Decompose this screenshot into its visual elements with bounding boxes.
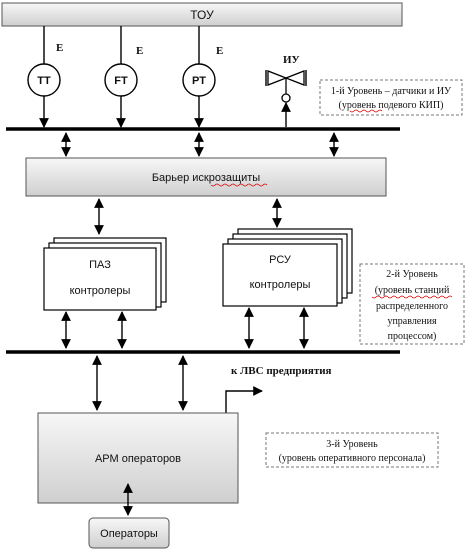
tou-box	[1, 2, 403, 27]
level-2-line-3: распределенного	[376, 301, 448, 312]
level-2-line-4: управления	[387, 316, 437, 327]
level-2-line-1: 2-й Уровень	[386, 269, 438, 280]
paz-line-2: контролеры	[70, 285, 131, 297]
level-2-line-5: процессом)	[388, 331, 437, 342]
paz-line-1: ПАЗ	[89, 259, 111, 271]
level-1-line-1: 1-й Уровень – датчики и ИУ	[331, 86, 452, 97]
arm-box	[37, 412, 239, 504]
lan-label: к ЛВС предприятия	[231, 365, 332, 377]
operators-label: Операторы	[100, 528, 158, 540]
barrier-box	[25, 157, 387, 197]
level-3-line-1: 3-й Уровень	[326, 439, 378, 450]
signal-label-ft: E	[136, 45, 143, 57]
level-1-line-2: (уровень подевого КИП)	[339, 100, 444, 111]
level-2-line-2: (уровень станций	[375, 285, 450, 296]
signal-label-tt: E	[56, 42, 63, 54]
paz-controllers	[43, 237, 167, 311]
level-3-line-2: (уровень оперативного персонала)	[279, 453, 426, 464]
level-1-box	[319, 79, 463, 116]
valve-icon	[265, 70, 307, 103]
sensor-tt-label: TT	[37, 75, 51, 87]
operators-box	[88, 517, 170, 549]
rsu-line-2: контролеры	[250, 279, 311, 291]
level-2-box	[359, 263, 465, 345]
sensor-pt-label: PT	[192, 75, 206, 87]
actuator-label: ИУ	[283, 54, 300, 66]
rsu-controllers	[222, 228, 353, 307]
barrier-label: Барьер искрозащиты	[152, 172, 260, 184]
sensor-ft-label: FT	[114, 75, 128, 87]
arm-lan-arrow	[225, 386, 263, 413]
rsu-line-1: РСУ	[269, 254, 292, 266]
level-3-box	[265, 432, 439, 468]
tou-label: ТОУ	[190, 8, 214, 22]
signal-label-pt: E	[216, 45, 223, 57]
arm-label: АРМ операторов	[95, 453, 181, 465]
